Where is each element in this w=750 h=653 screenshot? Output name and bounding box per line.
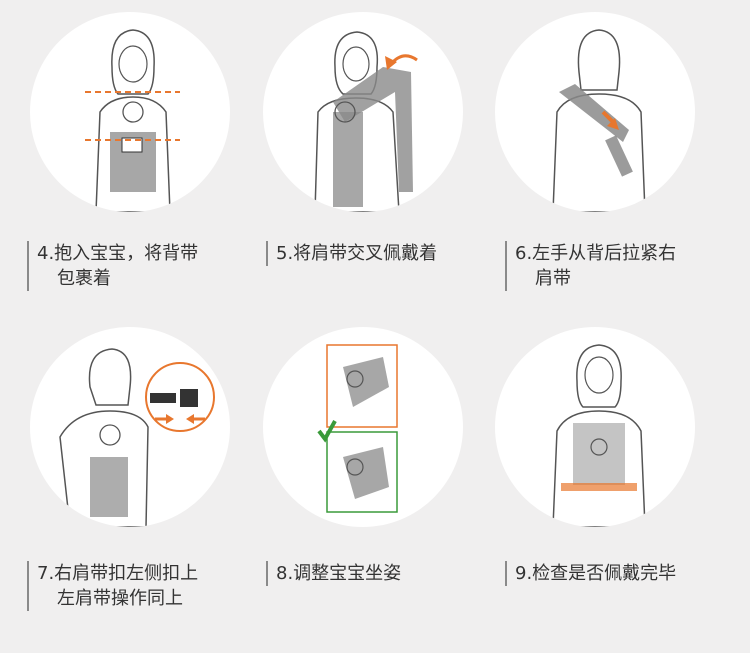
step-8-caption: 8.调整宝宝坐姿 bbox=[266, 561, 486, 586]
step-6-caption-line2: 肩带 bbox=[535, 268, 571, 289]
step-6-caption: 6.左手从背后拉紧右 肩带 bbox=[505, 241, 725, 291]
step-5-caption-line1: 5.将肩带交叉佩戴着 bbox=[276, 243, 438, 264]
step-6-illustration bbox=[495, 12, 695, 212]
step-7-caption: 7.右肩带扣左侧扣上 左肩带操作同上 bbox=[27, 561, 247, 611]
step-8-illustration bbox=[263, 327, 463, 527]
step-7-caption-line2: 左肩带操作同上 bbox=[57, 588, 183, 609]
step-9-caption: 9.检查是否佩戴完毕 bbox=[505, 561, 725, 586]
step-4-caption-line2: 包裹着 bbox=[57, 268, 111, 289]
step-5-illustration bbox=[263, 12, 463, 212]
step-8-caption-line1: 8.调整宝宝坐姿 bbox=[276, 563, 402, 584]
step-4-caption: 4.抱入宝宝，将背带 包裹着 bbox=[27, 241, 247, 291]
step-7-illustration bbox=[30, 327, 230, 527]
step-4-caption-line1: 4.抱入宝宝，将背带 bbox=[37, 243, 199, 264]
step-4-illustration bbox=[30, 12, 230, 212]
step-9-illustration bbox=[495, 327, 695, 527]
step-9-caption-line1: 9.检查是否佩戴完毕 bbox=[515, 563, 677, 584]
step-7-caption-line1: 7.右肩带扣左侧扣上 bbox=[37, 563, 199, 584]
step-6-caption-line1: 6.左手从背后拉紧右 bbox=[515, 243, 677, 264]
step-5-caption: 5.将肩带交叉佩戴着 bbox=[266, 241, 486, 266]
